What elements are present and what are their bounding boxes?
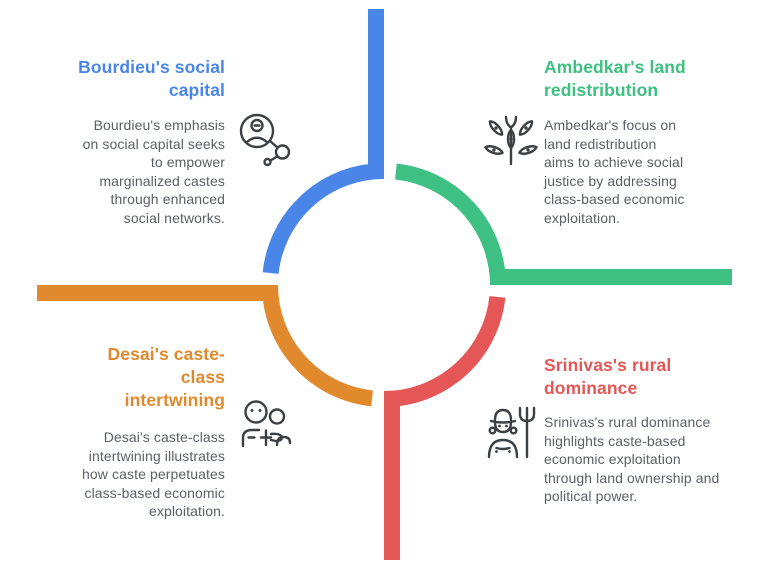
ambedkar-arc-connector bbox=[394, 163, 732, 286]
plant-growth-icon bbox=[484, 115, 538, 166]
srinivas-body-text: Srinivas's rural dominance highlights ca… bbox=[544, 414, 720, 504]
ambedkar-body-text: Ambedkar's focus on land redistribution … bbox=[544, 117, 685, 226]
desai-heading: Desai's caste- class intertwining bbox=[107, 344, 225, 410]
bourdieu-arc-connector bbox=[262, 9, 385, 275]
desai-body-text: Desai's caste-class intertwining illustr… bbox=[82, 429, 225, 519]
srinivas-arc-connector bbox=[383, 295, 506, 560]
srinivas-heading: Srinivas's rural dominance bbox=[544, 355, 672, 398]
bourdieu-body-text: Bourdieu's emphasis on social capital se… bbox=[82, 117, 225, 226]
people-group-icon bbox=[241, 400, 292, 448]
social-network-icon bbox=[239, 113, 291, 167]
desai-arc-connector bbox=[37, 284, 374, 407]
bourdieu-heading: Bourdieu's social capital bbox=[78, 57, 225, 100]
ambedkar-heading: Ambedkar's land redistribution bbox=[544, 57, 686, 100]
farmer-pitchfork-icon bbox=[487, 406, 536, 459]
